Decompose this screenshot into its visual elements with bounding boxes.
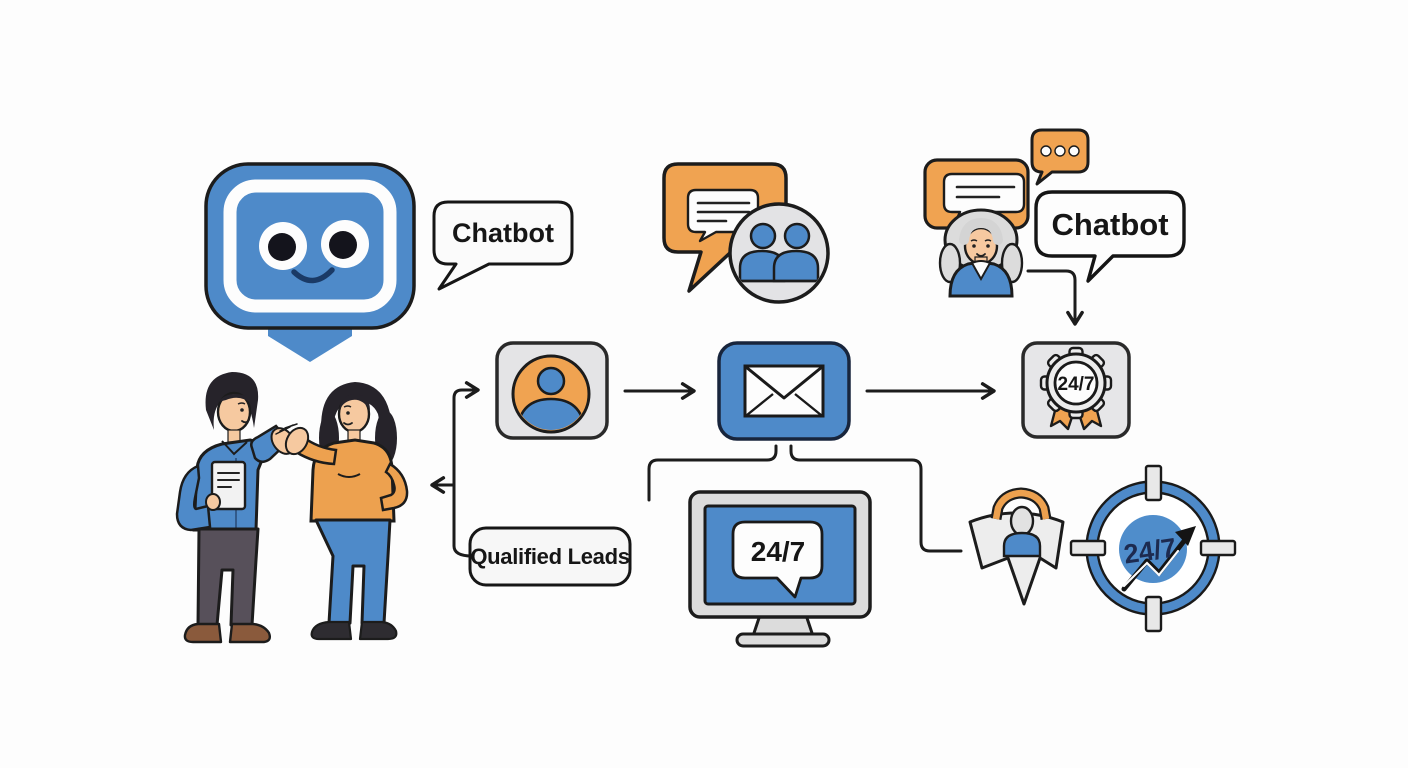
connector-agent-to-badge-arrow (1026, 269, 1084, 326)
high-five-people-illustration (175, 372, 409, 644)
dot (1068, 145, 1080, 157)
man-collar (221, 440, 248, 456)
agent-head (1009, 505, 1035, 537)
man-pants (196, 527, 260, 627)
connector-email-split-right (789, 444, 963, 553)
dot (1054, 145, 1066, 157)
man-hair-front (218, 394, 252, 404)
agent-smile (976, 253, 986, 257)
monitor-24-7-icon: 24/7 (688, 490, 872, 648)
woman-hair-back (321, 382, 393, 466)
connector-email-split-left (647, 444, 778, 502)
speech-bubble-shape (432, 200, 574, 291)
agent-torso (1002, 531, 1042, 558)
chatbot-speech-bubble-left: Chatbot (432, 200, 574, 291)
headset-agent-icon (968, 487, 1065, 606)
speech-bubble-shape (1034, 190, 1186, 283)
agent-brows (970, 239, 992, 242)
chatbot-label-right: Chatbot (1051, 207, 1168, 242)
qualified-leads-bubble: Qualified Leads (468, 526, 632, 587)
woman-eye (346, 411, 350, 415)
chat-message-bubble-icon (662, 162, 788, 293)
robot-head (204, 162, 416, 330)
email-envelope-card-icon (717, 341, 851, 441)
document-lines (217, 472, 240, 488)
badge-24-7-gear-icon: 24/7 (1021, 341, 1131, 439)
sweater-detail-line (337, 473, 361, 478)
man-hair (205, 372, 259, 430)
qualified-leads-label: Qualified Leads (470, 544, 629, 569)
man-shoe-left (183, 622, 223, 644)
woman-shoe-right (358, 620, 398, 641)
woman-jeans (314, 518, 392, 625)
connector-lines (430, 269, 1084, 558)
man-hand-document (205, 493, 221, 511)
agent-collar (970, 260, 992, 282)
monitor-base (735, 632, 831, 648)
target-growth-24-7-icon: 24/7 (1069, 464, 1237, 633)
robot-mascot-icon (204, 162, 416, 362)
envelope-body (743, 364, 825, 418)
robot-pupil-left (268, 233, 296, 261)
robot-smile (291, 267, 335, 284)
dots-bubble-shape (1030, 128, 1090, 186)
users-group-circle-icon (728, 202, 830, 304)
label-box (468, 526, 632, 587)
badge-24-7-label: 24/7 (1058, 374, 1095, 395)
man-figure (175, 372, 291, 644)
users-pair (732, 222, 826, 283)
connector-leads-to-avatar (452, 381, 480, 558)
envelope-flap (745, 365, 823, 400)
typing-dots-bubble-icon (1030, 128, 1090, 186)
finger-lines (275, 423, 298, 435)
man-brow (237, 402, 246, 405)
man-smile (241, 419, 250, 424)
dot (1040, 145, 1052, 157)
agent-hair-front (959, 217, 1003, 245)
chatbot-speech-bubble-right: Chatbot (1034, 190, 1186, 283)
target-center (1119, 515, 1187, 583)
agent-woman-avatar (938, 208, 1024, 298)
woman-hand (284, 426, 310, 456)
users-circle (728, 202, 830, 304)
badge-inner-circle (1053, 360, 1099, 406)
monitor-bubble (731, 520, 824, 599)
agent-eye (986, 244, 990, 248)
user-avatar-card-icon (495, 341, 609, 440)
growth-line-highlight (1122, 549, 1180, 588)
woman-arm-akimbo (379, 462, 409, 512)
robot-face-ring (223, 179, 397, 313)
chatbot-label-left: Chatbot (452, 218, 554, 248)
message-text-lines (955, 185, 1016, 199)
growth-arrowhead (1175, 526, 1196, 546)
robot-pupil-right (329, 231, 357, 259)
woman-hair-front (339, 394, 370, 412)
monitor-24-7-label: 24/7 (751, 536, 806, 567)
high-five-hands (270, 423, 310, 456)
avatar-head (536, 366, 566, 396)
envelope-folds (746, 393, 822, 416)
man-shoe-right (228, 622, 272, 644)
agent-eye (972, 244, 976, 248)
man-eye (240, 408, 244, 412)
woman-figure (294, 382, 409, 641)
woman-brow (343, 405, 352, 408)
woman-shoe-left (310, 620, 353, 641)
woman-smile (343, 422, 353, 426)
message-text-lines (696, 201, 751, 223)
man-arm-left (175, 464, 212, 532)
target-ticks (1069, 464, 1237, 633)
headset-band (992, 489, 1050, 520)
target-24-7-label: 24/7 (1122, 532, 1178, 569)
